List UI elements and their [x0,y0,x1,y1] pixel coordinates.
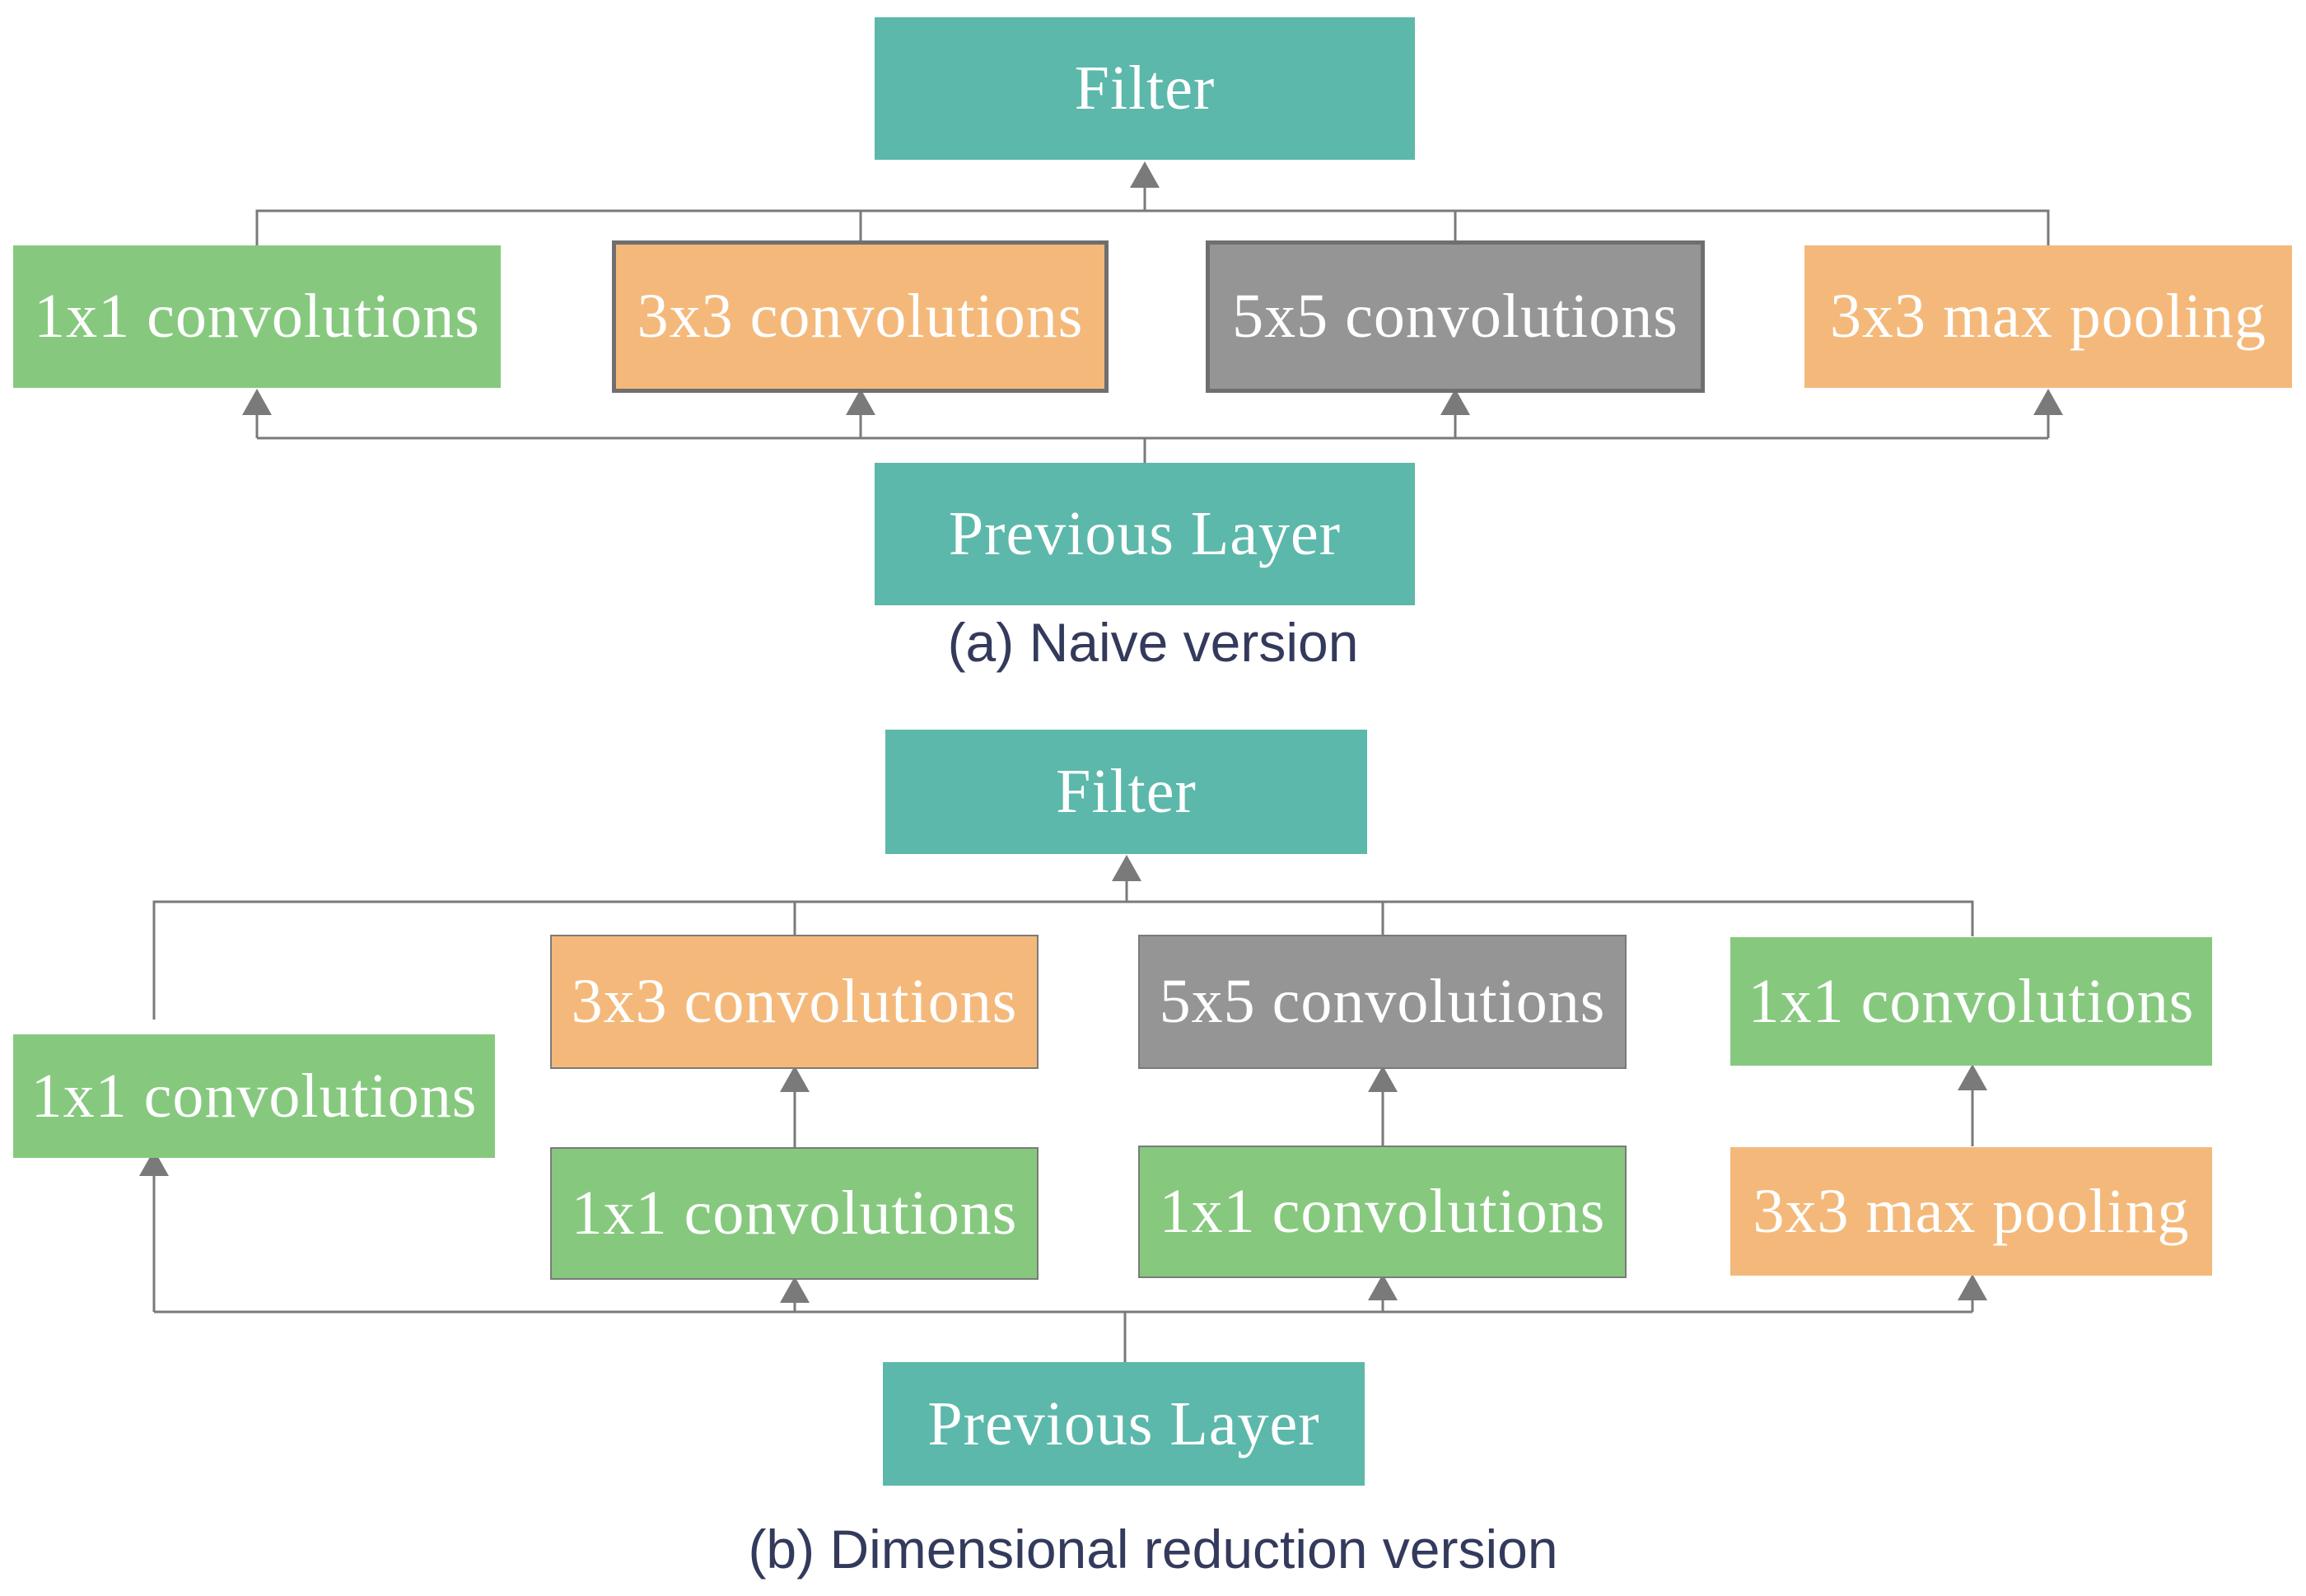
arrowhead-icon [780,1276,810,1303]
b-3x3-maxpool-box: 3x3 max pooling [1730,1147,2212,1276]
b-caption: (b) Dimensional reduction version [748,1519,1558,1580]
arrowhead-icon [1368,1274,1398,1300]
a-previous-layer-box: Previous Layer [875,463,1415,605]
arrowhead-icon [1130,161,1160,188]
a-merge-line [255,209,2050,245]
b-previous-layer-box: Previous Layer [883,1362,1365,1486]
arrowhead-icon [1112,855,1141,881]
b-merge-line [152,900,1974,1020]
a-filter-box: Filter [875,17,1415,160]
b-1x1-conv-right-box: 1x1 convolutions [1730,937,2212,1066]
a-3x3-maxpool-box: 3x3 max pooling [1804,245,2292,388]
arrowhead-icon [139,1150,169,1176]
a-caption: (a) Naive version [947,612,1359,673]
b-1x1-conv-before-3x3-box: 1x1 convolutions [550,1147,1039,1280]
a-1x1-conv-box: 1x1 convolutions [13,245,501,388]
arrowhead-icon [846,389,875,415]
arrowhead-icon [1440,389,1470,415]
a-5x5-conv-box: 5x5 convolutions [1206,240,1705,393]
a-3x3-conv-box: 3x3 convolutions [612,240,1109,393]
b-1x1-conv-before-5x5-box: 1x1 convolutions [1138,1146,1627,1278]
arrowhead-icon [2033,389,2063,415]
b-5x5-conv-box: 5x5 convolutions [1138,935,1627,1069]
b-1x1-conv-left-box: 1x1 convolutions [13,1034,495,1158]
b-3x3-conv-box: 3x3 convolutions [550,935,1039,1069]
arrowhead-icon [1368,1066,1398,1092]
arrowhead-icon [1958,1274,1987,1300]
arrowhead-icon [1958,1064,1987,1090]
arrowhead-icon [242,389,272,415]
b-filter-box: Filter [885,730,1367,854]
arrowhead-icon [780,1066,810,1092]
